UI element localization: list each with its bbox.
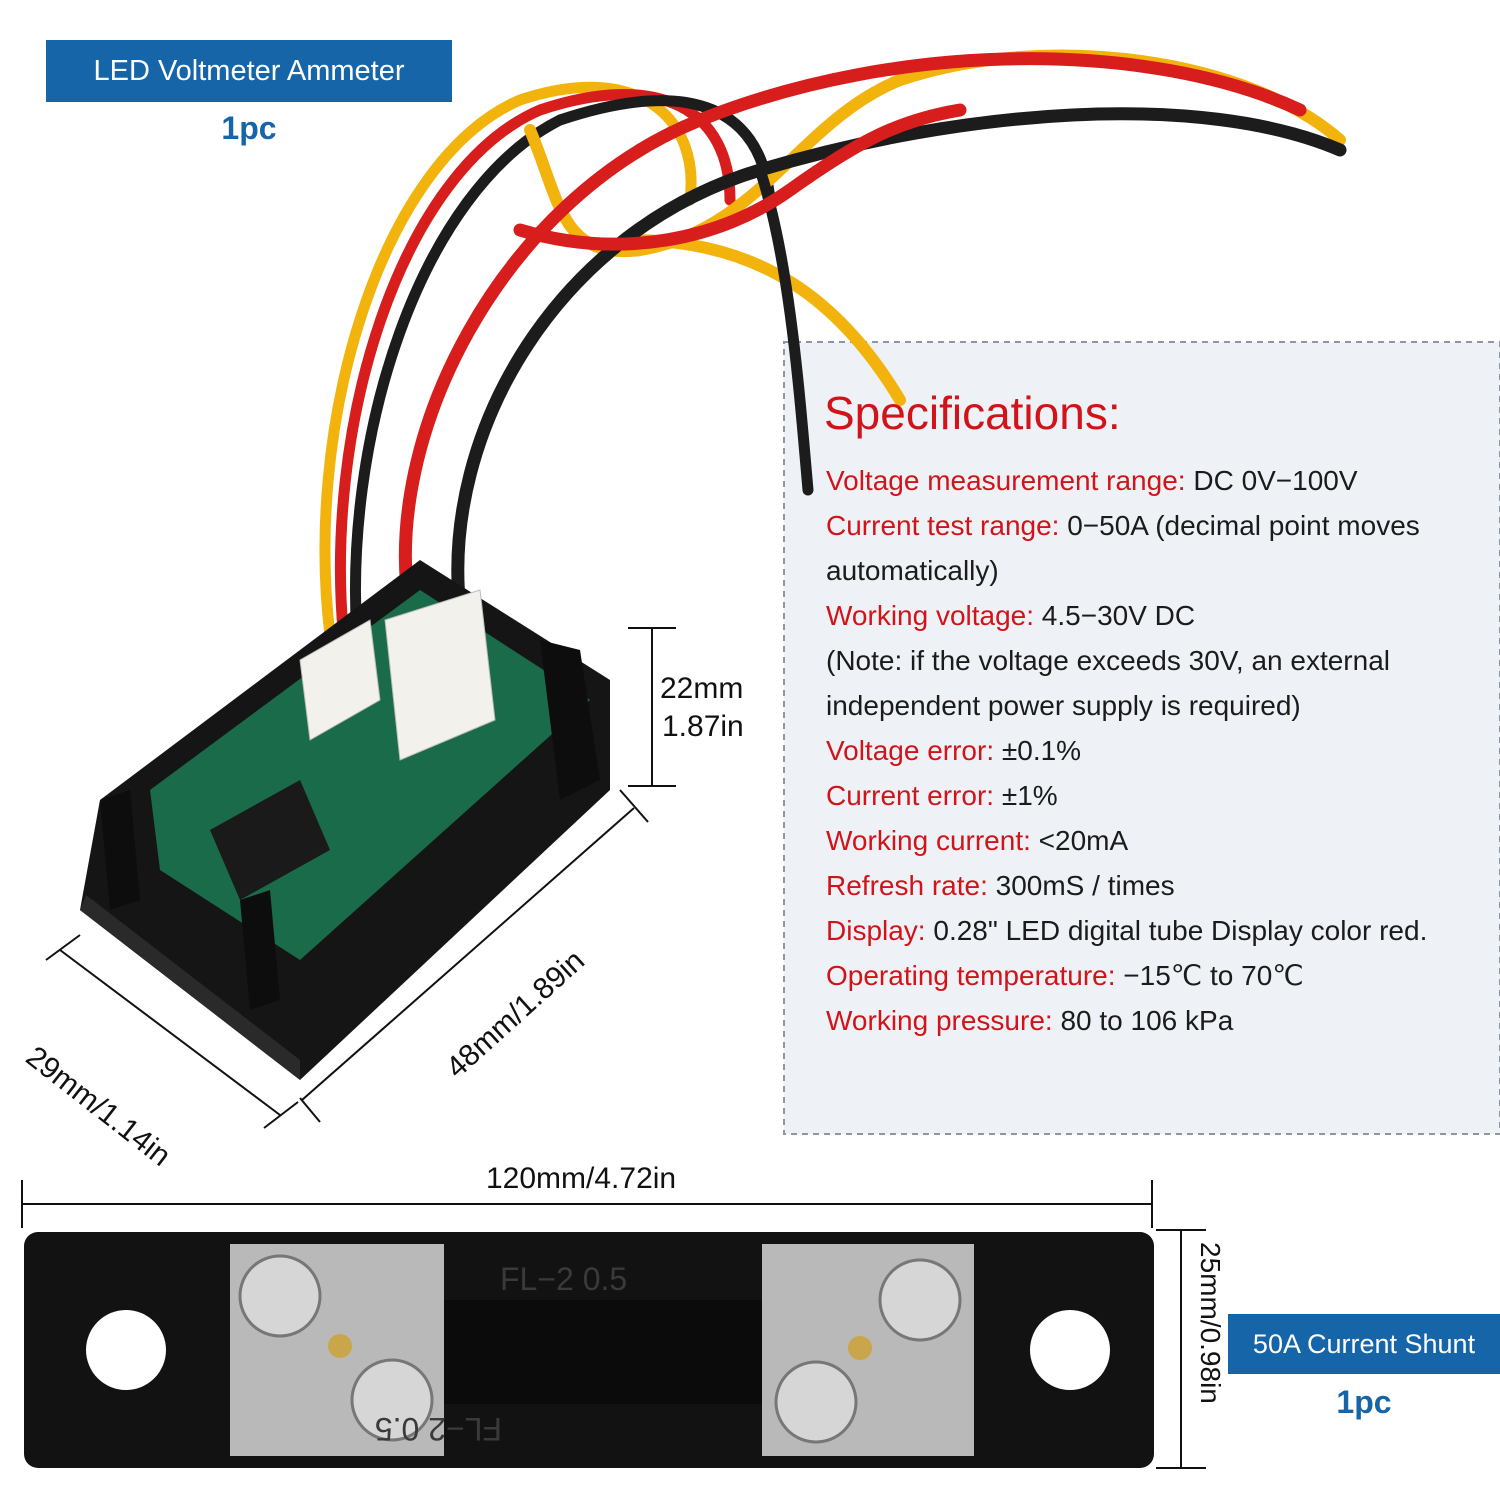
red-wire-left bbox=[334, 89, 736, 656]
module-height-mm: 22mm bbox=[660, 672, 744, 705]
spec-row: Operating temperature: −15℃ to 70℃ bbox=[826, 953, 1486, 998]
spec-label: Working pressure: bbox=[826, 1005, 1053, 1036]
spec-value: 4.5−30V DC bbox=[1034, 600, 1196, 631]
spec-row: Working voltage: 4.5−30V DC bbox=[826, 593, 1486, 638]
connector-large bbox=[384, 589, 496, 761]
module-height-in: 1.87in bbox=[662, 710, 744, 743]
spec-panel bbox=[783, 341, 1500, 1135]
yellow-wire-left bbox=[319, 81, 697, 656]
voltmeter-qty: 1pc bbox=[221, 110, 277, 146]
terminal-pin-icon bbox=[328, 1334, 352, 1358]
shunt-marking-rotated: FL−2 0.5 bbox=[375, 1411, 502, 1447]
current-shunt: FL−2 0.5 FL−2 0.5 bbox=[24, 1232, 1154, 1468]
spec-list: Voltage measurement range: DC 0V−100V Cu… bbox=[826, 458, 1486, 1043]
screw-icon bbox=[350, 1358, 434, 1442]
spec-label: Voltage error: bbox=[826, 735, 995, 766]
voltmeter-module bbox=[80, 560, 610, 1080]
screw-icon bbox=[878, 1258, 962, 1342]
spec-row: Current error: ±1% bbox=[826, 773, 1486, 818]
spec-row: Refresh rate: 300mS / times bbox=[826, 863, 1486, 908]
spec-row: Voltage error: ±0.1% bbox=[826, 728, 1486, 773]
module-dimension-lines bbox=[45, 627, 676, 1129]
spec-row: Working current: <20mA bbox=[826, 818, 1486, 863]
spec-value: <20mA bbox=[1030, 825, 1129, 856]
shunt-qty: 1pc bbox=[1336, 1384, 1392, 1420]
shunt-dimension-lines bbox=[21, 1180, 1206, 1469]
chip-icon bbox=[210, 780, 330, 900]
spec-label: Refresh rate: bbox=[826, 870, 988, 901]
terminal-pin-icon bbox=[848, 1336, 872, 1360]
spec-label: Display: bbox=[826, 915, 926, 946]
red-wire-loop bbox=[513, 103, 967, 251]
spec-label: Current test range: bbox=[826, 510, 1060, 541]
spec-value: 80 to 106 kPa bbox=[1052, 1005, 1234, 1036]
shunt-length-label: 120mm/4.72in bbox=[486, 1162, 677, 1195]
spec-label: Working voltage: bbox=[826, 600, 1035, 631]
shunt-badge: 50A Current Shunt bbox=[1228, 1314, 1500, 1374]
black-wire-left bbox=[350, 95, 776, 656]
voltmeter-badge: LED Voltmeter Ammeter bbox=[46, 40, 452, 102]
connector-small bbox=[299, 619, 381, 741]
wire-bundle bbox=[319, 49, 1347, 656]
spec-label: Working current: bbox=[826, 825, 1031, 856]
screw-icon bbox=[774, 1360, 858, 1444]
spec-value: −15℃ to 70℃ bbox=[1115, 960, 1304, 991]
spec-row: Display: 0.28" LED digital tube Display … bbox=[826, 908, 1486, 953]
spec-row: Voltage measurement range: DC 0V−100V bbox=[826, 458, 1486, 503]
shunt-width-label: 25mm/0.98in bbox=[1195, 1242, 1226, 1404]
spec-value: 300mS / times bbox=[987, 870, 1175, 901]
spec-label: Current error: bbox=[826, 780, 995, 811]
spec-value: ±0.1% bbox=[994, 735, 1082, 766]
spec-row: Working pressure: 80 to 106 kPa bbox=[826, 998, 1486, 1043]
spec-label: Voltage measurement range: bbox=[826, 465, 1186, 496]
spec-value: 0.28" LED digital tube Display color red… bbox=[925, 915, 1428, 946]
mount-hole-right bbox=[1030, 1310, 1110, 1390]
spec-title: Specifications: bbox=[824, 387, 1121, 439]
spec-row: (Note: if the voltage exceeds 30V, an ex… bbox=[826, 638, 1486, 728]
spec-value: (Note: if the voltage exceeds 30V, an ex… bbox=[826, 645, 1390, 721]
shunt-marking: FL−2 0.5 bbox=[500, 1261, 627, 1297]
screw-icon bbox=[238, 1254, 322, 1338]
mount-hole-left bbox=[86, 1310, 166, 1390]
shunt-bar bbox=[444, 1300, 762, 1404]
spec-value: ±1% bbox=[994, 780, 1058, 811]
spec-value: 0−50A (decimal point moves automatically… bbox=[826, 510, 1420, 586]
red-wire-main bbox=[398, 52, 1307, 617]
spec-label: Operating temperature: bbox=[826, 960, 1116, 991]
spec-row: Current test range: 0−50A (decimal point… bbox=[826, 503, 1486, 593]
spec-value: DC 0V−100V bbox=[1185, 465, 1358, 496]
